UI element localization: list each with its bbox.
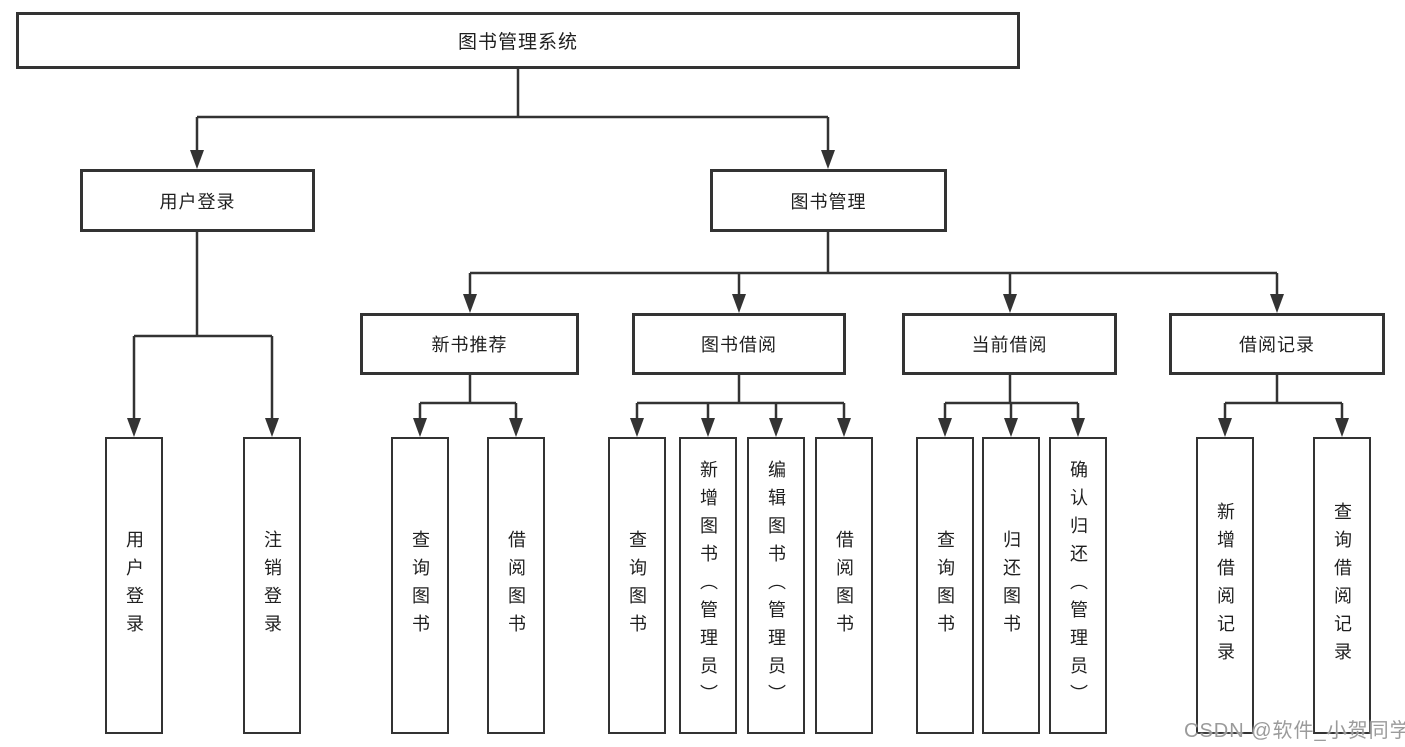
leaf-user-login: 用户登录 [105,437,163,734]
leaf-query-books-borrowing: 查询图书 [608,437,666,734]
arrow-down-icon [413,418,427,437]
leaf-label: 查询图书 [410,529,430,642]
leaf-edit-books-admin: 编辑图书（管理员） [747,437,805,734]
node-library-management-system: 图书管理系统 [16,12,1020,69]
arrow-down-icon [630,418,644,437]
leaf-confirm-return-admin: 确认归还（管理员） [1049,437,1107,734]
leaf-label: 编辑图书（管理员） [766,459,786,712]
node-new-book-recommendation: 新书推荐 [360,313,579,375]
arrow-down-icon [769,418,783,437]
node-user-login: 用户登录 [80,169,315,232]
leaf-query-books-recommendation: 查询图书 [391,437,449,734]
tree-edges [132,69,1344,421]
arrow-down-icon [127,418,141,437]
arrow-down-icon [1004,418,1018,437]
arrow-down-icon [463,294,477,313]
arrow-down-icon [732,294,746,313]
leaf-label: 归还图书 [1001,529,1021,642]
arrow-down-icon [190,150,204,169]
arrowhead-icons [127,150,1349,437]
arrow-down-icon [938,418,952,437]
leaf-query-books-current: 查询图书 [916,437,974,734]
arrow-down-icon [1003,294,1017,313]
leaf-label: 查询图书 [935,529,955,642]
arrow-down-icon [1335,418,1349,437]
leaf-label: 查询图书 [627,529,647,642]
node-current-borrowing: 当前借阅 [902,313,1117,375]
arrow-down-icon [821,150,835,169]
arrow-down-icon [701,418,715,437]
leaf-label: 借阅图书 [834,529,854,642]
leaf-label: 查询借阅记录 [1332,501,1352,670]
arrow-down-icon [837,418,851,437]
arrow-down-icon [1071,418,1085,437]
node-book-management: 图书管理 [710,169,947,232]
leaf-label: 确认归还（管理员） [1068,459,1088,712]
leaf-query-borrow-record: 查询借阅记录 [1313,437,1371,734]
arrow-down-icon [1218,418,1232,437]
leaf-borrow-books-recommendation: 借阅图书 [487,437,545,734]
node-book-borrowing: 图书借阅 [632,313,846,375]
leaf-label: 新增图书（管理员） [698,459,718,712]
leaf-add-borrow-record: 新增借阅记录 [1196,437,1254,734]
leaf-label: 用户登录 [124,529,144,642]
leaf-logout: 注销登录 [243,437,301,734]
leaf-label: 注销登录 [262,529,282,642]
arrow-down-icon [1270,294,1284,313]
arrow-down-icon [509,418,523,437]
leaf-label: 新增借阅记录 [1215,501,1235,670]
arrow-down-icon [265,418,279,437]
leaf-borrow-books: 借阅图书 [815,437,873,734]
csdn-watermark: CSDN @软件_小贺同学 [1184,720,1405,742]
leaf-label: 借阅图书 [506,529,526,642]
node-borrowing-records: 借阅记录 [1169,313,1385,375]
leaf-return-books: 归还图书 [982,437,1040,734]
leaf-add-books-admin: 新增图书（管理员） [679,437,737,734]
